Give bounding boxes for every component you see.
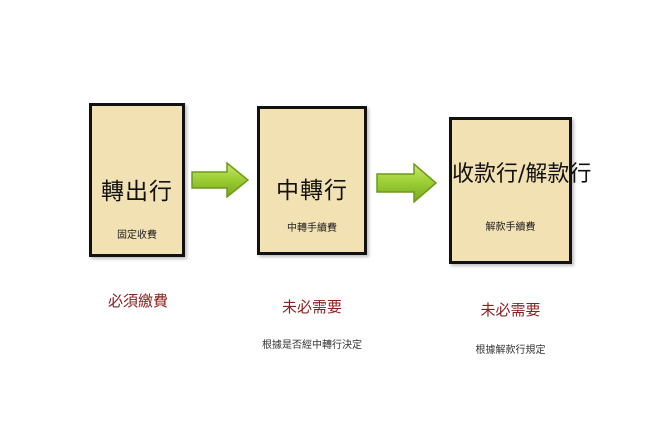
step-box-sending-bank: 轉出行 固定收費 — [89, 103, 185, 257]
step-box-receiving-bank: 收款行/解款行 解款手續費 — [449, 117, 592, 264]
step-box-intermediary-bank: 中轉行 中轉手續費 — [257, 106, 367, 255]
step-subtitle: 固定收費 — [117, 230, 157, 241]
right-arrow-icon — [376, 163, 437, 203]
fee-note-title: 未必需要 — [281, 298, 342, 316]
fee-note-detail: 根據解款行規定 — [475, 345, 546, 356]
step-title: 中轉行 — [276, 178, 348, 204]
step-subtitle: 解款手續費 — [485, 222, 536, 233]
fee-note-detail: 根據是否經中轉行決定 — [262, 340, 362, 351]
step-title: 轉出行 — [101, 179, 173, 205]
right-arrow-icon — [191, 162, 249, 198]
step-title: 收款行/解款行 — [452, 162, 592, 187]
step-subtitle: 中轉手續費 — [287, 223, 337, 234]
fee-note-title: 未必需要 — [480, 301, 541, 319]
fee-note-title: 必須繳費 — [107, 292, 168, 310]
